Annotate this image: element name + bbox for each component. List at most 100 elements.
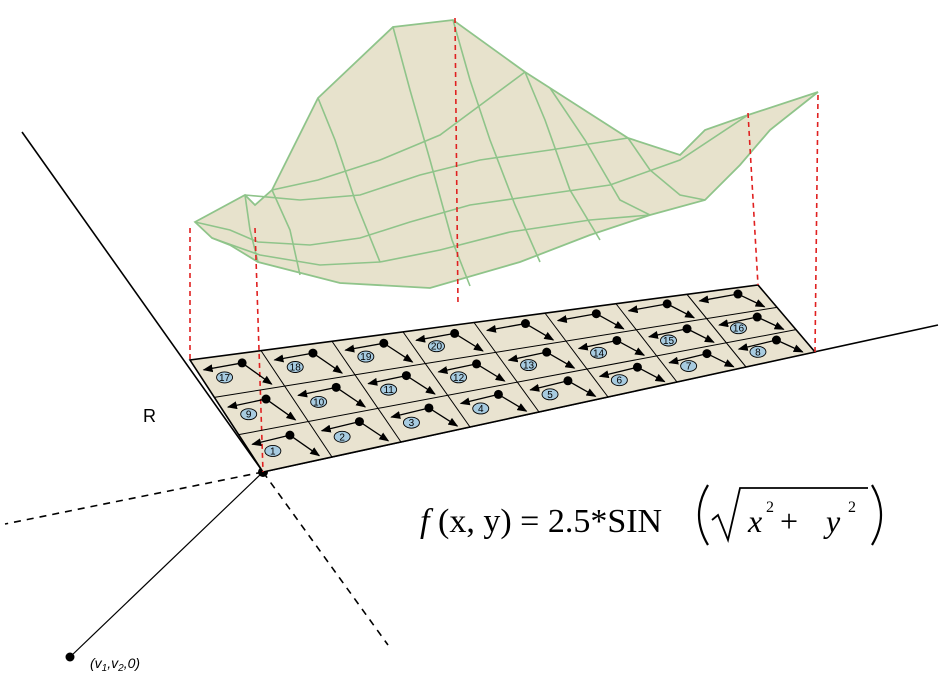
formula-y-exp: 2: [848, 499, 856, 516]
partition-arrow: [251, 434, 291, 447]
cell-label-20: 20: [428, 340, 445, 353]
cell-label-text: 19: [360, 352, 372, 363]
cell-label-badge: [310, 395, 328, 408]
cell-label-17: 17: [216, 371, 234, 384]
cell-label-badge: [357, 350, 375, 363]
partition-arrow: [428, 407, 459, 427]
partition-arrow: [595, 313, 625, 330]
partition-arrow: [476, 363, 506, 382]
cell-label-9: 9: [240, 408, 258, 421]
partition-arrow: [668, 352, 708, 365]
projection-line: [814, 94, 819, 353]
sample-point: [424, 403, 434, 413]
cell-label-11: 11: [380, 383, 398, 396]
cell-label-badge: [216, 371, 234, 384]
cell-label-text: 1: [270, 446, 276, 457]
partition-arrow: [718, 316, 758, 328]
mesh-line: [211, 214, 651, 266]
sample-point: [563, 376, 573, 386]
sample-point: [771, 335, 781, 345]
cell-label-text: 8: [755, 347, 761, 358]
cell-label-badge: [660, 334, 677, 347]
partition-arrow: [577, 339, 617, 351]
partition-arrow: [637, 366, 666, 383]
partition-arrow: [335, 386, 367, 408]
cell-label-badge: [472, 402, 490, 415]
partition-arrow: [498, 393, 528, 412]
cell-label-badge: [428, 340, 445, 353]
cell-label-badge: [730, 322, 747, 335]
cell-label-badge: [610, 374, 628, 387]
cell-label-text: 15: [663, 336, 675, 347]
projection-lines: [189, 17, 819, 473]
partition-arrow: [485, 322, 526, 333]
formula-right-paren: [871, 484, 882, 546]
cell-label-text: 9: [246, 410, 252, 421]
partition-arrow: [756, 316, 785, 330]
partition-arrow: [598, 366, 638, 379]
partition-arrow: [706, 353, 735, 368]
partition-arrow: [390, 407, 430, 419]
point-label: (v1,v2,0): [90, 655, 140, 673]
cell-label-text: 5: [547, 390, 553, 401]
partition-arrow: [437, 363, 477, 374]
cell-label-14: 14: [590, 346, 607, 359]
cell-label-6: 6: [610, 374, 628, 387]
surface-patch: [193, 19, 819, 289]
cell-label-text: 3: [409, 418, 415, 429]
partition-arrow: [529, 380, 569, 392]
sample-point: [662, 299, 672, 309]
cell-label-text: 14: [593, 348, 605, 359]
sample-point: [493, 389, 503, 399]
sample-point: [354, 417, 364, 427]
cell-label-badge: [240, 408, 258, 421]
surface-mesh: [193, 19, 819, 289]
grid-line: [615, 303, 678, 383]
projection-line: [254, 227, 264, 473]
partition-arrow: [507, 351, 547, 363]
cell-label-12: 12: [450, 371, 468, 384]
partition-arrow: [344, 342, 384, 353]
sample-point: [450, 328, 460, 338]
projection-line: [747, 112, 759, 286]
partition-arrow: [202, 362, 243, 373]
mesh-line: [271, 71, 526, 191]
cell-label-10: 10: [310, 395, 328, 408]
cell-label-text: 10: [313, 397, 325, 408]
sample-point: [261, 394, 271, 404]
sample-point: [472, 359, 482, 369]
grid-line: [260, 350, 333, 458]
partition-arrow: [647, 328, 688, 339]
sample-point: [733, 289, 743, 299]
partition-arrow: [367, 374, 407, 386]
sample-point: [331, 382, 341, 392]
surface-grid-lines: [194, 19, 749, 287]
partition-arrow: [737, 339, 777, 351]
cell-label-badge: [450, 371, 468, 384]
cell-label-badge: [680, 360, 698, 372]
partition-arrow: [454, 332, 484, 352]
partition-arrow: [737, 293, 766, 308]
cell-label-5: 5: [541, 388, 559, 401]
cell-label-18: 18: [286, 361, 304, 374]
axis-y-line: [21, 131, 264, 473]
cell-label-text: 2: [339, 432, 345, 443]
formula-main: (x, y) = 2.5*SIN: [438, 503, 662, 540]
cell-label-badge: [333, 430, 351, 443]
partition-arrow: [320, 420, 360, 433]
partition-arrow: [556, 313, 597, 323]
grid-line: [331, 340, 402, 443]
cell-label-badge: [380, 383, 398, 396]
partition-arrow: [546, 351, 576, 369]
point-dot: [65, 652, 75, 662]
partition-arrow: [616, 339, 646, 356]
cell-label-8: 8: [749, 345, 767, 358]
formula-x: x: [747, 503, 762, 539]
axis-neg-x-dashed: [4, 471, 264, 525]
point-connector-line: [69, 471, 264, 658]
cell-label-13: 13: [520, 359, 538, 372]
cell-label-4: 4: [472, 402, 490, 415]
cell-label-badge: [402, 416, 420, 429]
sample-point: [702, 349, 712, 359]
